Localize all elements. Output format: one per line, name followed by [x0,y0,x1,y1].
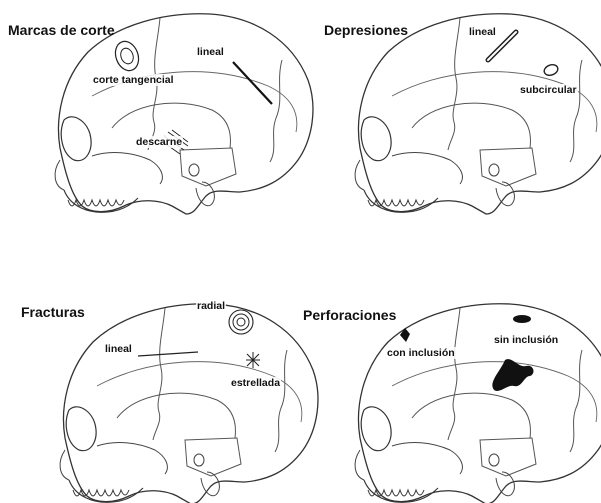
label-descarne: descarne [135,136,183,148]
panel-title-depresiones: Depresiones [324,22,408,38]
panel-title-marcas-de-corte: Marcas de corte [8,22,115,38]
label-corte-tangencial: corte tangencial [92,74,175,86]
panel-title-perforaciones: Perforaciones [303,307,396,323]
label-lineal-fractura: lineal [104,343,133,355]
skull-drawing-perforaciones [355,304,601,503]
label-subcircular: subcircular [519,84,578,96]
panel-title-fracturas: Fracturas [21,304,85,320]
label-con-inclusion: con inclusión [386,347,456,359]
label-sin-inclusion: sin inclusión [493,334,559,346]
label-lineal-depresion: lineal [468,26,497,38]
label-lineal-cut: lineal [196,46,225,58]
skull-drawing-fracturas [60,304,318,503]
label-estrellada: estrellada [230,377,281,389]
skull-drawing-marcas-de-corte [55,14,313,214]
label-radial: radial [196,300,226,312]
skull-drawing-depresiones [355,14,601,214]
